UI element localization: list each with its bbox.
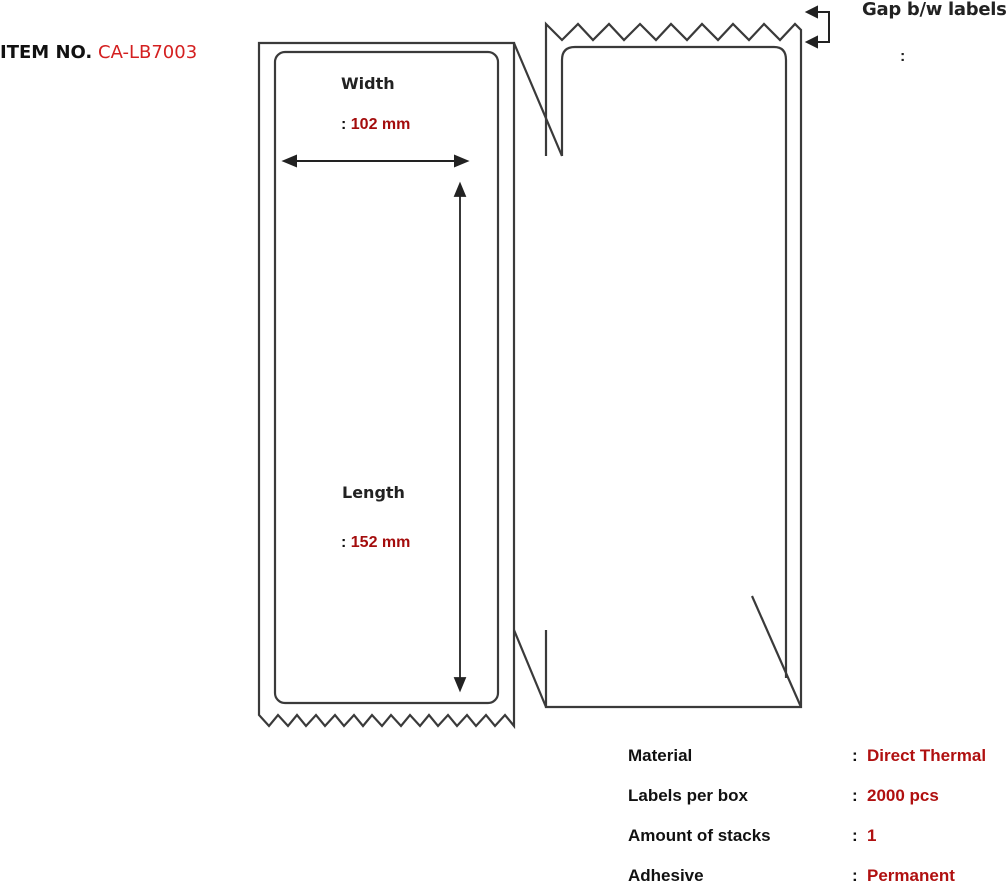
item-number-value: CA-LB7003 — [98, 42, 198, 63]
length-label: Length — [342, 483, 405, 502]
length-value-line: : 152 mm — [341, 534, 410, 552]
gap-bracket-arrows — [804, 5, 830, 49]
width-value: 102 mm — [350, 116, 411, 133]
length-arrow — [453, 181, 467, 693]
spec-key: Labels per box — [628, 786, 748, 805]
width-arrow — [281, 154, 470, 168]
length-separator: : — [341, 534, 347, 551]
width-label: Width — [341, 74, 395, 93]
right-label-outline — [560, 45, 788, 678]
spec-separator: : — [852, 826, 858, 845]
spec-separator: : — [852, 786, 858, 805]
fold-line-right — [750, 595, 803, 708]
spec-key: Amount of stacks — [628, 826, 771, 845]
gap-label: Gap b/w labels — [862, 0, 1007, 20]
left-liner-outline — [257, 41, 516, 730]
spec-separator: : — [852, 746, 858, 765]
width-value-line: : 102 mm — [341, 116, 410, 134]
right-liner-outline — [544, 21, 803, 709]
item-number: ITEM NO. CA-LB7003 — [0, 42, 197, 63]
left-label-outline — [273, 50, 500, 705]
gap-separator: : — [900, 48, 906, 65]
spec-value: 2000 pcs — [867, 786, 939, 805]
fold-line-top — [512, 42, 564, 157]
fold-line-bottom — [512, 629, 548, 708]
spec-key: Adhesive — [628, 866, 704, 885]
spec-value: Permanent — [867, 866, 955, 885]
width-separator: : — [341, 116, 347, 133]
spec-value: 1 — [867, 826, 877, 845]
spec-key: Material — [628, 746, 693, 765]
item-number-label: ITEM NO. — [0, 42, 93, 63]
length-value: 152 mm — [350, 534, 411, 551]
spec-value: Direct Thermal — [867, 746, 987, 765]
spec-separator: : — [852, 866, 858, 885]
